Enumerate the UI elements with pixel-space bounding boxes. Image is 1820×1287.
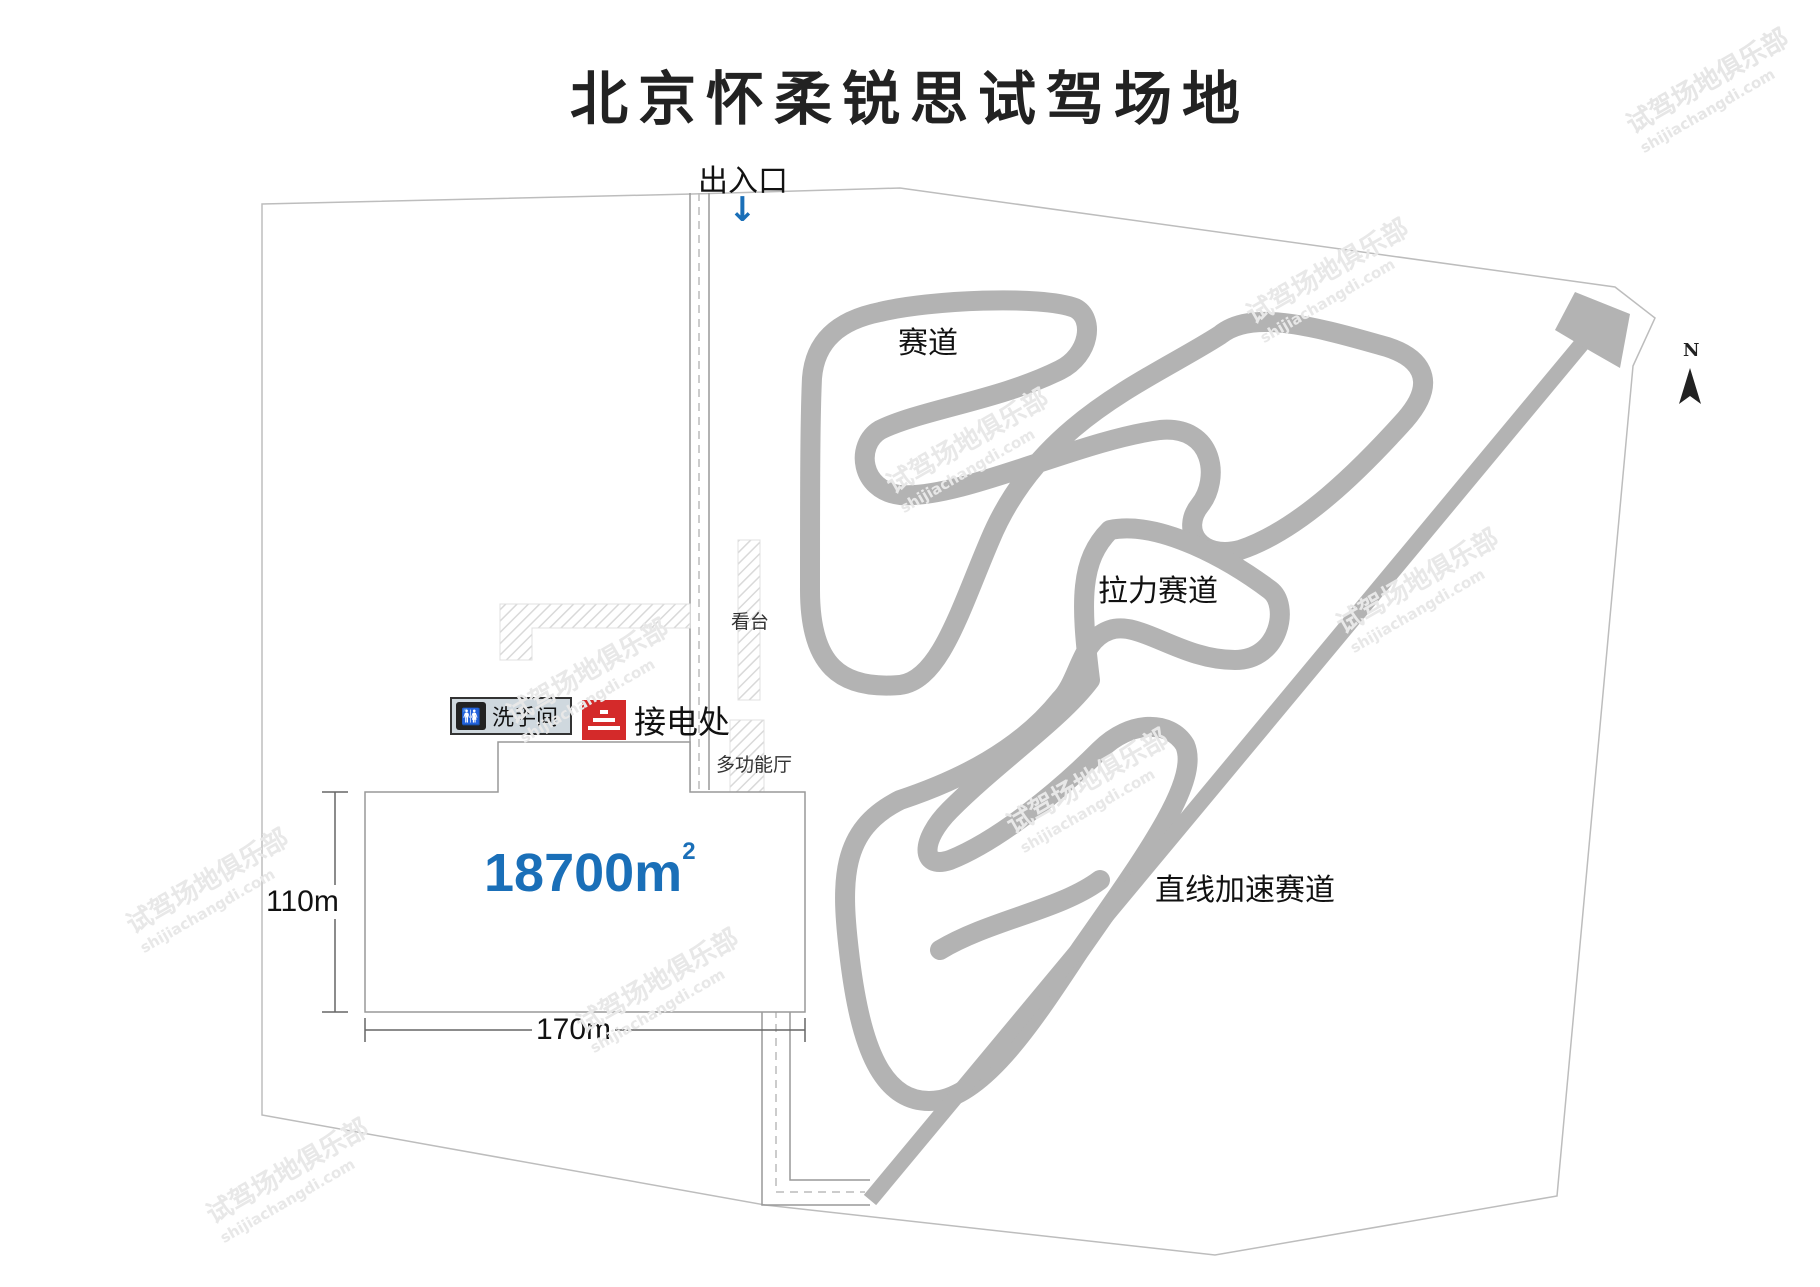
entrance-arrow-icon: ↓ xyxy=(728,190,757,230)
area-value: 18700m2 xyxy=(484,838,696,904)
restroom-sign: 🚻 洗手间 xyxy=(450,697,572,735)
rally-track xyxy=(835,518,1290,1111)
north-arrow-icon xyxy=(1679,368,1701,404)
rally-track-link xyxy=(930,870,1110,960)
drag-strip xyxy=(863,292,1630,1206)
site-boundary xyxy=(261,187,1656,1256)
dimension-lines xyxy=(322,791,806,1042)
power-outlet-icon xyxy=(582,700,626,740)
area-number: 18700 xyxy=(484,843,635,903)
track-label: 赛道 xyxy=(898,326,958,361)
hall-label: 多功能厅 xyxy=(716,754,793,776)
north-label: N xyxy=(1683,340,1699,361)
map-title: 北京怀柔锐思试驾场地 xyxy=(569,65,1250,133)
hall-building xyxy=(499,603,691,661)
parking-lot xyxy=(364,741,806,1013)
rally-track-label: 拉力赛道 xyxy=(1098,574,1218,609)
entrance-road xyxy=(689,193,710,790)
entrance-label: 出入口 xyxy=(698,164,788,199)
grandstand-building xyxy=(737,539,761,701)
power-sign: 接电处 xyxy=(582,697,730,743)
area-unit-sup: 2 xyxy=(682,838,696,865)
service-road xyxy=(761,1010,870,1206)
circuit-track xyxy=(800,290,1433,696)
width-dimension: 170m xyxy=(532,1013,616,1047)
drag-strip-label: 直线加速赛道 xyxy=(1155,873,1335,908)
restroom-icon: 🚻 xyxy=(456,702,486,730)
height-dimension: 110m xyxy=(266,885,339,919)
grandstand-label: 看台 xyxy=(731,611,770,633)
power-label: 接电处 xyxy=(634,703,731,741)
multi-function-hall xyxy=(729,719,765,799)
area-unit: m xyxy=(634,843,683,903)
restroom-label: 洗手间 xyxy=(492,706,559,731)
